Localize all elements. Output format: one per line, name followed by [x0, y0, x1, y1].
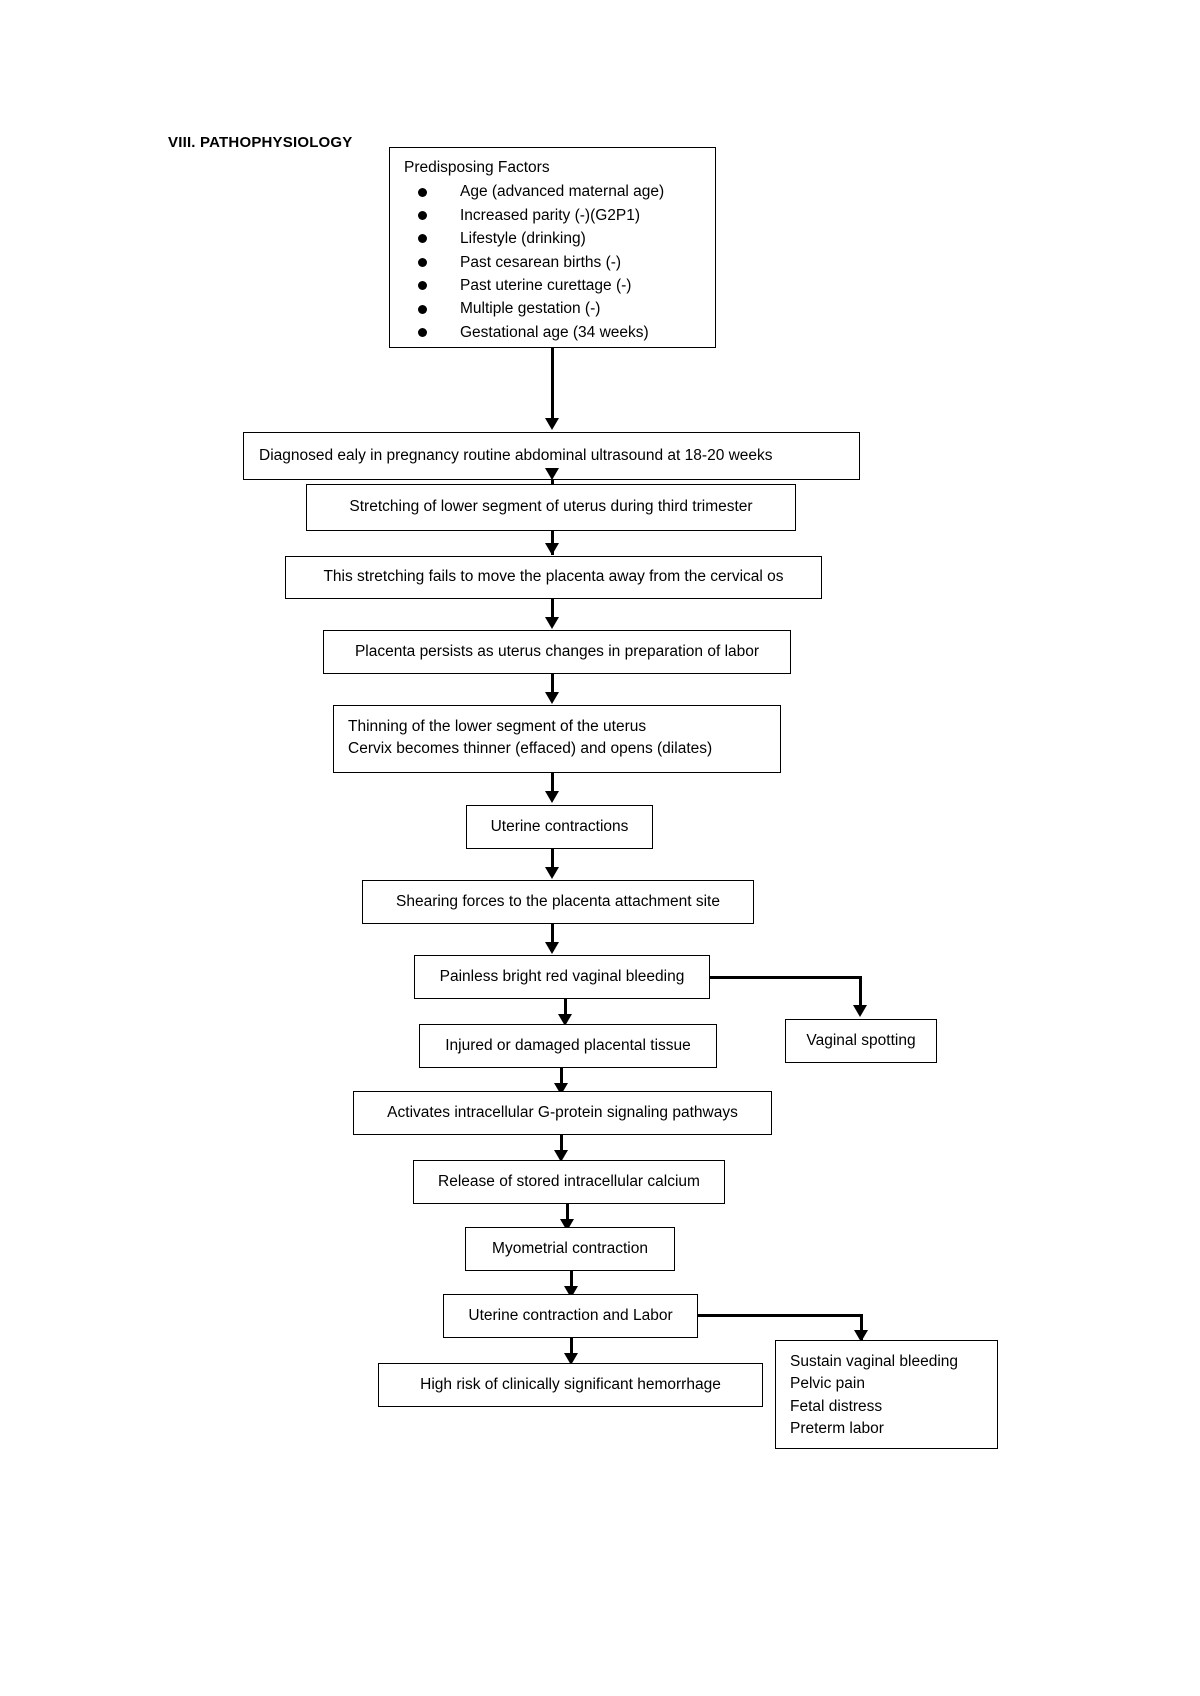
list-item-label: Past cesarean births (-) [460, 253, 622, 271]
edge-arrow-icon [558, 1014, 572, 1026]
node-thinning: Thinning of the lower segment of the ute… [333, 705, 781, 773]
edge-line [551, 773, 554, 795]
node-label-line2: Cervix becomes thinner (effaced) and ope… [348, 740, 713, 758]
node-uterine-contractions: Uterine contractions [466, 805, 653, 849]
node-predisposing-factors: Predisposing Factors Age (advanced mater… [389, 147, 716, 348]
node-calcium-release: Release of stored intracellular calcium [413, 1160, 725, 1204]
edge-arrow-icon [545, 692, 559, 704]
list-item: Age (advanced maternal age) [404, 180, 701, 203]
edge-arrow-icon [545, 791, 559, 803]
edge-line [564, 999, 567, 1021]
edge-line [570, 1338, 573, 1360]
list-item: Past cesarean births (-) [404, 251, 701, 274]
complication-line: Preterm labor [790, 1420, 884, 1438]
edge-arrow-icon [545, 543, 559, 555]
list-item: Gestational age (34 weeks) [404, 321, 701, 344]
node-shearing-forces: Shearing forces to the placenta attachme… [362, 880, 754, 924]
bullet-icon [418, 281, 427, 291]
edge-arrow-icon [545, 942, 559, 954]
list-item: Increased parity (-)(G2P1) [404, 204, 701, 227]
edge-line [551, 849, 554, 871]
edge-arrow-icon [564, 1353, 578, 1365]
edge-arrow-icon [545, 418, 559, 430]
edge-line [551, 599, 554, 623]
node-myometrial-contraction: Myometrial contraction [465, 1227, 675, 1271]
edge-line-branch [698, 1314, 863, 1317]
edge-line [560, 1135, 563, 1157]
node-label: Stretching of lower segment of uterus du… [349, 498, 753, 516]
node-label: Activates intracellular G-protein signal… [387, 1103, 738, 1121]
edge-arrow-icon [545, 468, 559, 480]
node-label: Painless bright red vaginal bleeding [439, 967, 685, 985]
complication-line: Fetal distress [790, 1397, 883, 1415]
node-vaginal-spotting: Vaginal spotting [785, 1019, 937, 1063]
node-injured-tissue: Injured or damaged placental tissue [419, 1024, 717, 1068]
list-item-label: Lifestyle (drinking) [460, 230, 586, 248]
node-label: This stretching fails to move the placen… [323, 568, 784, 586]
node-label: Release of stored intracellular calcium [438, 1172, 700, 1190]
node-label: Injured or damaged placental tissue [445, 1036, 691, 1054]
edge-arrow-icon [545, 617, 559, 629]
edge-line-branch [860, 1314, 863, 1340]
edge-arrow-icon [545, 867, 559, 879]
list-item: Multiple gestation (-) [404, 297, 701, 320]
bullet-icon [418, 211, 427, 221]
node-complications: Sustain vaginal bleeding Pelvic pain Fet… [775, 1340, 998, 1449]
node-label-line1: Thinning of the lower segment of the ute… [348, 718, 647, 735]
list-item-label: Increased parity (-)(G2P1) [460, 206, 641, 224]
list-item: Lifestyle (drinking) [404, 227, 701, 250]
bullet-icon [418, 328, 427, 337]
complication-line: Pelvic pain [790, 1375, 865, 1393]
edge-line [551, 348, 554, 420]
node-label: Placenta persists as uterus changes in p… [354, 642, 760, 660]
edge-arrow-icon [554, 1150, 568, 1162]
edge-line-branch [710, 976, 862, 979]
bullet-icon [418, 304, 427, 314]
node-label: Uterine contractions [490, 817, 629, 835]
edge-line [551, 924, 554, 946]
bullet-icon [418, 257, 427, 267]
node-uterine-contraction-labor: Uterine contraction and Labor [443, 1294, 698, 1338]
list-item-label: Multiple gestation (-) [460, 300, 601, 318]
node-label: Uterine contraction and Labor [468, 1306, 673, 1324]
node-hemorrhage-risk: High risk of clinically significant hemo… [378, 1363, 763, 1407]
list-item-label: Age (advanced maternal age) [460, 183, 665, 201]
node-fails-to-move: This stretching fails to move the placen… [285, 556, 822, 599]
node-g-protein: Activates intracellular G-protein signal… [353, 1091, 772, 1135]
bullet-icon [418, 234, 427, 244]
node-label: High risk of clinically significant hemo… [420, 1375, 721, 1393]
edge-line [566, 1204, 569, 1226]
edge-line [551, 674, 554, 698]
node-painless-bleeding: Painless bright red vaginal bleeding [414, 955, 710, 999]
list-item-label: Past uterine curettage (-) [460, 277, 632, 295]
list-item: Past uterine curettage (-) [404, 274, 701, 297]
edge-arrow-icon [853, 1005, 867, 1017]
node-label: Vaginal spotting [806, 1031, 916, 1049]
edge-arrow-icon [854, 1330, 868, 1342]
complication-line: Sustain vaginal bleeding [790, 1353, 959, 1370]
node-placenta-persists: Placenta persists as uterus changes in p… [323, 630, 791, 674]
predisposing-factors-title: Predisposing Factors [404, 159, 550, 176]
edge-line [560, 1068, 563, 1090]
section-heading: VIII. PATHOPHYSIOLOGY [168, 134, 353, 151]
node-label: Myometrial contraction [492, 1239, 648, 1257]
list-item-label: Gestational age (34 weeks) [460, 323, 649, 341]
predisposing-factors-list: Age (advanced maternal age) Increased pa… [404, 180, 701, 344]
bullet-icon [418, 187, 427, 197]
edge-line-branch [859, 976, 862, 1009]
node-stretching: Stretching of lower segment of uterus du… [306, 484, 796, 531]
node-label: Diagnosed ealy in pregnancy routine abdo… [259, 446, 773, 464]
edge-line [570, 1271, 573, 1293]
node-label: Shearing forces to the placenta attachme… [396, 892, 720, 910]
